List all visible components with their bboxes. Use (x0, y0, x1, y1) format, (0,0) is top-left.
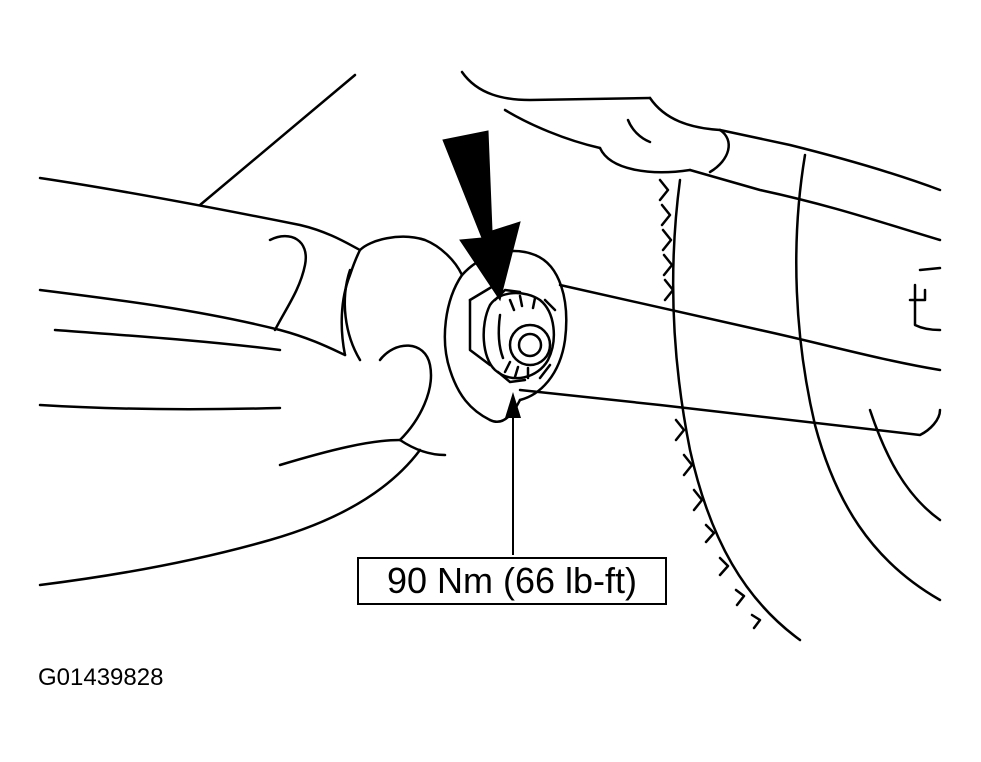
up-arrow-icon (505, 392, 521, 555)
bolt-head (482, 288, 557, 384)
brake-rotor (658, 153, 942, 642)
torque-label: 90 Nm (66 lb-ft) (357, 557, 667, 605)
down-arrow-icon (442, 130, 521, 302)
forward-arm (518, 283, 942, 437)
chassis-line (198, 73, 357, 207)
control-arm (38, 176, 464, 587)
upper-shaft (460, 70, 942, 242)
figure-id: G01439828 (38, 664, 164, 691)
